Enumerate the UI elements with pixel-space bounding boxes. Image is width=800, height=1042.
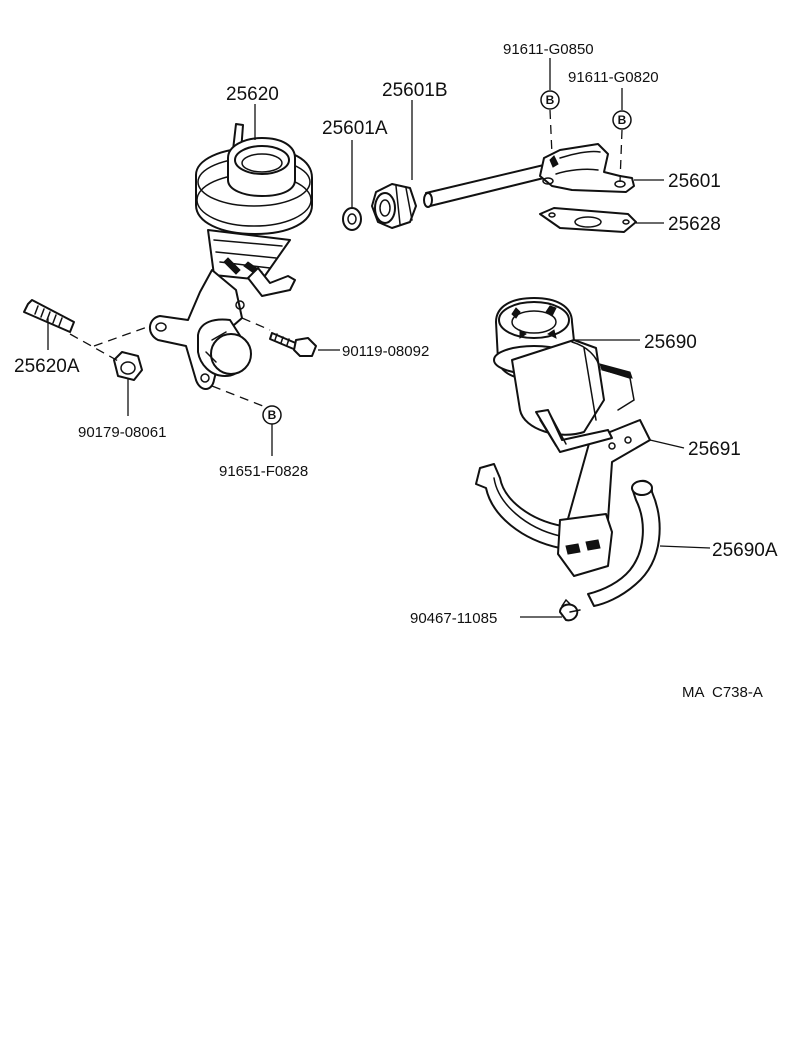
nut-drawing — [113, 351, 143, 381]
b-mark-1: B — [540, 90, 560, 110]
label-egr-valve: 25620 — [226, 84, 279, 105]
label-small-gasket: 25601A — [322, 118, 388, 139]
clip-drawing — [559, 598, 581, 622]
assembly-dashed-lines — [69, 109, 623, 409]
label-vsv: 25690 — [644, 332, 697, 353]
vsv-drawing — [493, 297, 635, 436]
label-clip: 90467-11085 — [410, 610, 497, 627]
label-flange-gasket: 25628 — [668, 214, 721, 235]
hose-drawing — [587, 479, 661, 607]
b-mark-3: B — [262, 405, 282, 425]
svg-text:B: B — [268, 408, 277, 422]
label-bolt-b1: 91611-G0850 — [503, 41, 594, 58]
union-nut-drawing — [371, 183, 417, 229]
svg-text:B: B — [618, 113, 627, 127]
small-gasket-drawing — [342, 207, 362, 231]
svg-text:B: B — [546, 93, 555, 107]
label-bracket: 25691 — [688, 439, 741, 460]
leader-lines — [47, 58, 711, 618]
mount-bolt-drawing — [269, 332, 317, 357]
reference-code: MA C738-A — [682, 684, 763, 701]
label-bolt-b2: 91611-G0820 — [568, 69, 659, 86]
label-bolt-mount: 90119-08092 — [342, 343, 429, 360]
stud-drawing — [23, 299, 75, 333]
label-union-nut: 25601B — [382, 80, 448, 101]
egr-valve-drawing — [149, 123, 313, 390]
b-mark-2: B — [612, 110, 632, 130]
bracket-drawing — [475, 409, 651, 577]
label-hose: 25690A — [712, 540, 778, 561]
label-nut: 90179-08061 — [78, 424, 166, 441]
flange-gasket-drawing — [539, 207, 637, 233]
egr-pipe-drawing — [423, 143, 635, 208]
label-bolt-b3: 91651-F0828 — [219, 463, 308, 480]
label-stud: 25620A — [14, 356, 80, 377]
label-egr-pipe: 25601 — [668, 171, 721, 192]
